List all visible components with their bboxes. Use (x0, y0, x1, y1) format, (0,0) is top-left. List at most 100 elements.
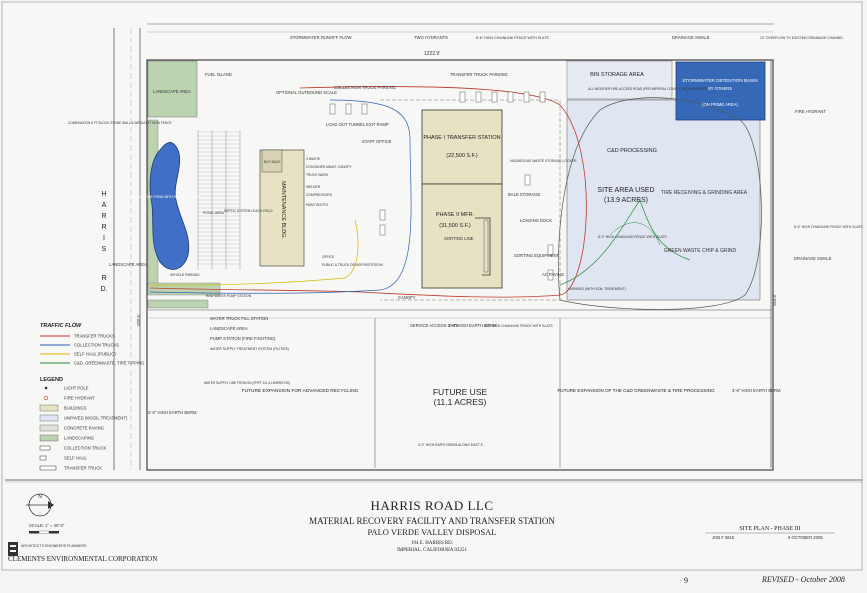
building-label: RAW WATER PUMP STATION (206, 294, 252, 298)
sheet-title: SITE PLAN - PHASE III (739, 526, 800, 532)
landscape-area-top (147, 60, 198, 118)
legend-title: LEGEND (40, 377, 63, 383)
callout-chainlink-mid: 8'-6" HIGH CHAINLINK FENCE WITH SLATS (484, 324, 553, 328)
legend-swatch (39, 445, 51, 451)
building-label: WELDER (306, 185, 321, 189)
road-letter: H (101, 191, 106, 198)
truck-marker (379, 224, 386, 236)
road-letter: I (103, 235, 105, 242)
label-landscape-side: LANDSCAPE AREA (109, 262, 147, 267)
building-label: CONTAINER MAINT. CANOPY (306, 165, 353, 169)
callout-landscape-lower: LANDSCAPE AREA (210, 326, 248, 331)
label-landscape-top: LANDSCAPE AREA (153, 89, 191, 94)
callout-fence-top: 8'-6" HIGH CHAINLINK FENCE WITH SLATS (476, 36, 549, 40)
phase2-mfr-building (421, 183, 503, 289)
property-boundary (146, 59, 774, 471)
callout-service-gate: SERVICE ACCESS GATE (410, 323, 459, 328)
callout-bale-storage: BALE STORAGE (508, 192, 540, 197)
callout-water-truck-fill: WATER TRUCK FILL STATION (210, 316, 268, 321)
callout-drainage-right: DRAINAGE SWALE (794, 256, 832, 261)
truck-marker (523, 91, 530, 103)
company-name: HARRIS ROAD LLC (370, 498, 493, 513)
callout-transfer-parking: TRANSFER TRUCK PARKING (450, 72, 508, 77)
building-label: PICNIC AREA (203, 211, 225, 215)
facility-name: MATERIAL RECOVERY FACILITY AND TRANSFER … (309, 516, 555, 526)
truck-marker (345, 103, 352, 115)
label-phase1-area: (22,500 S.F.) (446, 153, 478, 159)
road-letter: D. (101, 286, 108, 293)
label-detention-note: (ON PRIME AREA) (702, 102, 738, 107)
callout-earth-berm-mid: 1'-6" HIGH EARTH BERM (448, 323, 497, 328)
callout-optional-outbound: OPTIONAL OUTBOUND SCALE (276, 90, 337, 95)
traffic-legend-label: C&D, GREENWASTE, TIRE TIPPING (74, 361, 144, 366)
callout-canopy: CANOPY (398, 295, 416, 300)
stormwater-detention-basin (675, 61, 766, 121)
label-bin-storage: BIN STORAGE AREA (590, 72, 644, 78)
callout-hazardous-waste: HAZARDOUS WASTE STORAGE LOCKER (510, 159, 577, 163)
legend-label: CONCRETE PAVING (64, 426, 104, 431)
legend-label: TRANSFER TRUCK (64, 466, 102, 471)
dimension-left: 820.6' (136, 314, 141, 325)
truck-marker (524, 174, 531, 186)
truck-marker (507, 91, 514, 103)
revised-label: REVISED - October 2008 (761, 575, 845, 584)
label-future-recycling: FUTURE EXPANSION FOR ADVANCED RECYCLING (242, 388, 359, 394)
label-pond: DECORATIVE POND WITH RECIRCULATION (131, 195, 202, 199)
address-line-1: 194 E. HARRIS RD. (411, 541, 453, 546)
firm-logo-icon (8, 542, 18, 556)
building-label: SEPTIC SYSTEM LEACH FIELD (224, 209, 273, 213)
legend-label: LANDSCAPING (64, 436, 94, 441)
site-area-used (566, 99, 761, 301)
legend-label: BUILDINGS (64, 406, 87, 411)
callout-pump-station: PUMP STATION (FIRE FIGHTING) (210, 336, 276, 341)
traffic-legend-label: SELF HAUL (PUBLIC) (74, 352, 116, 357)
callout-grinding-fence: 8'-0" HIGH CHAINLINK FENCE WITH SLATS (598, 235, 667, 239)
firm-small-label: ARCHITECTS ENGINEERS PLANNERS (21, 544, 87, 548)
legend-swatch (39, 424, 59, 432)
callout-berm-left: 2'-6" HIGH EARTH BERM (148, 410, 197, 415)
truck-marker (475, 91, 482, 103)
callout-sorting-equipment: SORTING EQUIPMENT (514, 253, 560, 258)
legend-swatch (39, 465, 57, 471)
label-detention-basin: STORMWATER DETENTION BASIN (682, 78, 757, 83)
legend-swatch (39, 455, 47, 461)
scale-label: SCALE: 1" = 40'-0" (29, 523, 65, 528)
road-letter: S (102, 246, 107, 253)
page-number: 9 (684, 576, 688, 585)
callout-berm-right: 3'-6" HIGH EARTH BERM (732, 388, 781, 393)
truck-marker (539, 91, 546, 103)
callout-unpaved: UNPAVED (WITH SOIL TREATMENT) (568, 287, 626, 291)
buy-back-building (261, 149, 283, 173)
drawing-date: 9 OCTOBER 2008 (788, 535, 823, 540)
label-future-use-acres: (11.1 ACRES) (434, 397, 487, 407)
truck-marker (547, 244, 554, 256)
legend-swatch (44, 386, 48, 390)
callout-drainage-swale: DRAINAGE SWALE (672, 35, 710, 40)
label-tire-receiving: TIRE RECEIVING & GRINDING AREA (661, 190, 748, 196)
road-letter: A (102, 202, 107, 209)
building-label: 3 WASTE (306, 157, 321, 161)
disposal-name: PALO VERDE VALLEY DISPOSAL (367, 527, 496, 537)
legend-swatch (43, 395, 49, 401)
phase1-transfer-station (421, 109, 503, 185)
callout-fire-access: ALL WEATHER FIRE ACCESS ROAD (PER IMPERI… (588, 87, 708, 91)
building-label: PAINT BOOTH (306, 203, 329, 207)
truck-marker (361, 103, 368, 115)
label-phase2: PHASE II MFR. (436, 212, 475, 218)
callout-fire-hydrant: FIRE HYDRANT (795, 109, 826, 114)
collection-truck-route (149, 99, 412, 294)
north-label: N (38, 494, 42, 500)
legend-label: LIGHT POLE (64, 386, 89, 391)
address-line-2: IMPERIAL, CALIFORNIA 92251 (397, 548, 467, 553)
label-green-waste: GREEN WASTE CHIP & GRIND (664, 248, 737, 254)
label-site-area-used: SITE AREA USED (597, 187, 654, 194)
cd-greenwaste-route (559, 199, 691, 286)
transfer-truck-route (149, 86, 587, 298)
legend-label: SELF HAUL (64, 456, 87, 461)
building-label: OFFICE (322, 255, 335, 259)
